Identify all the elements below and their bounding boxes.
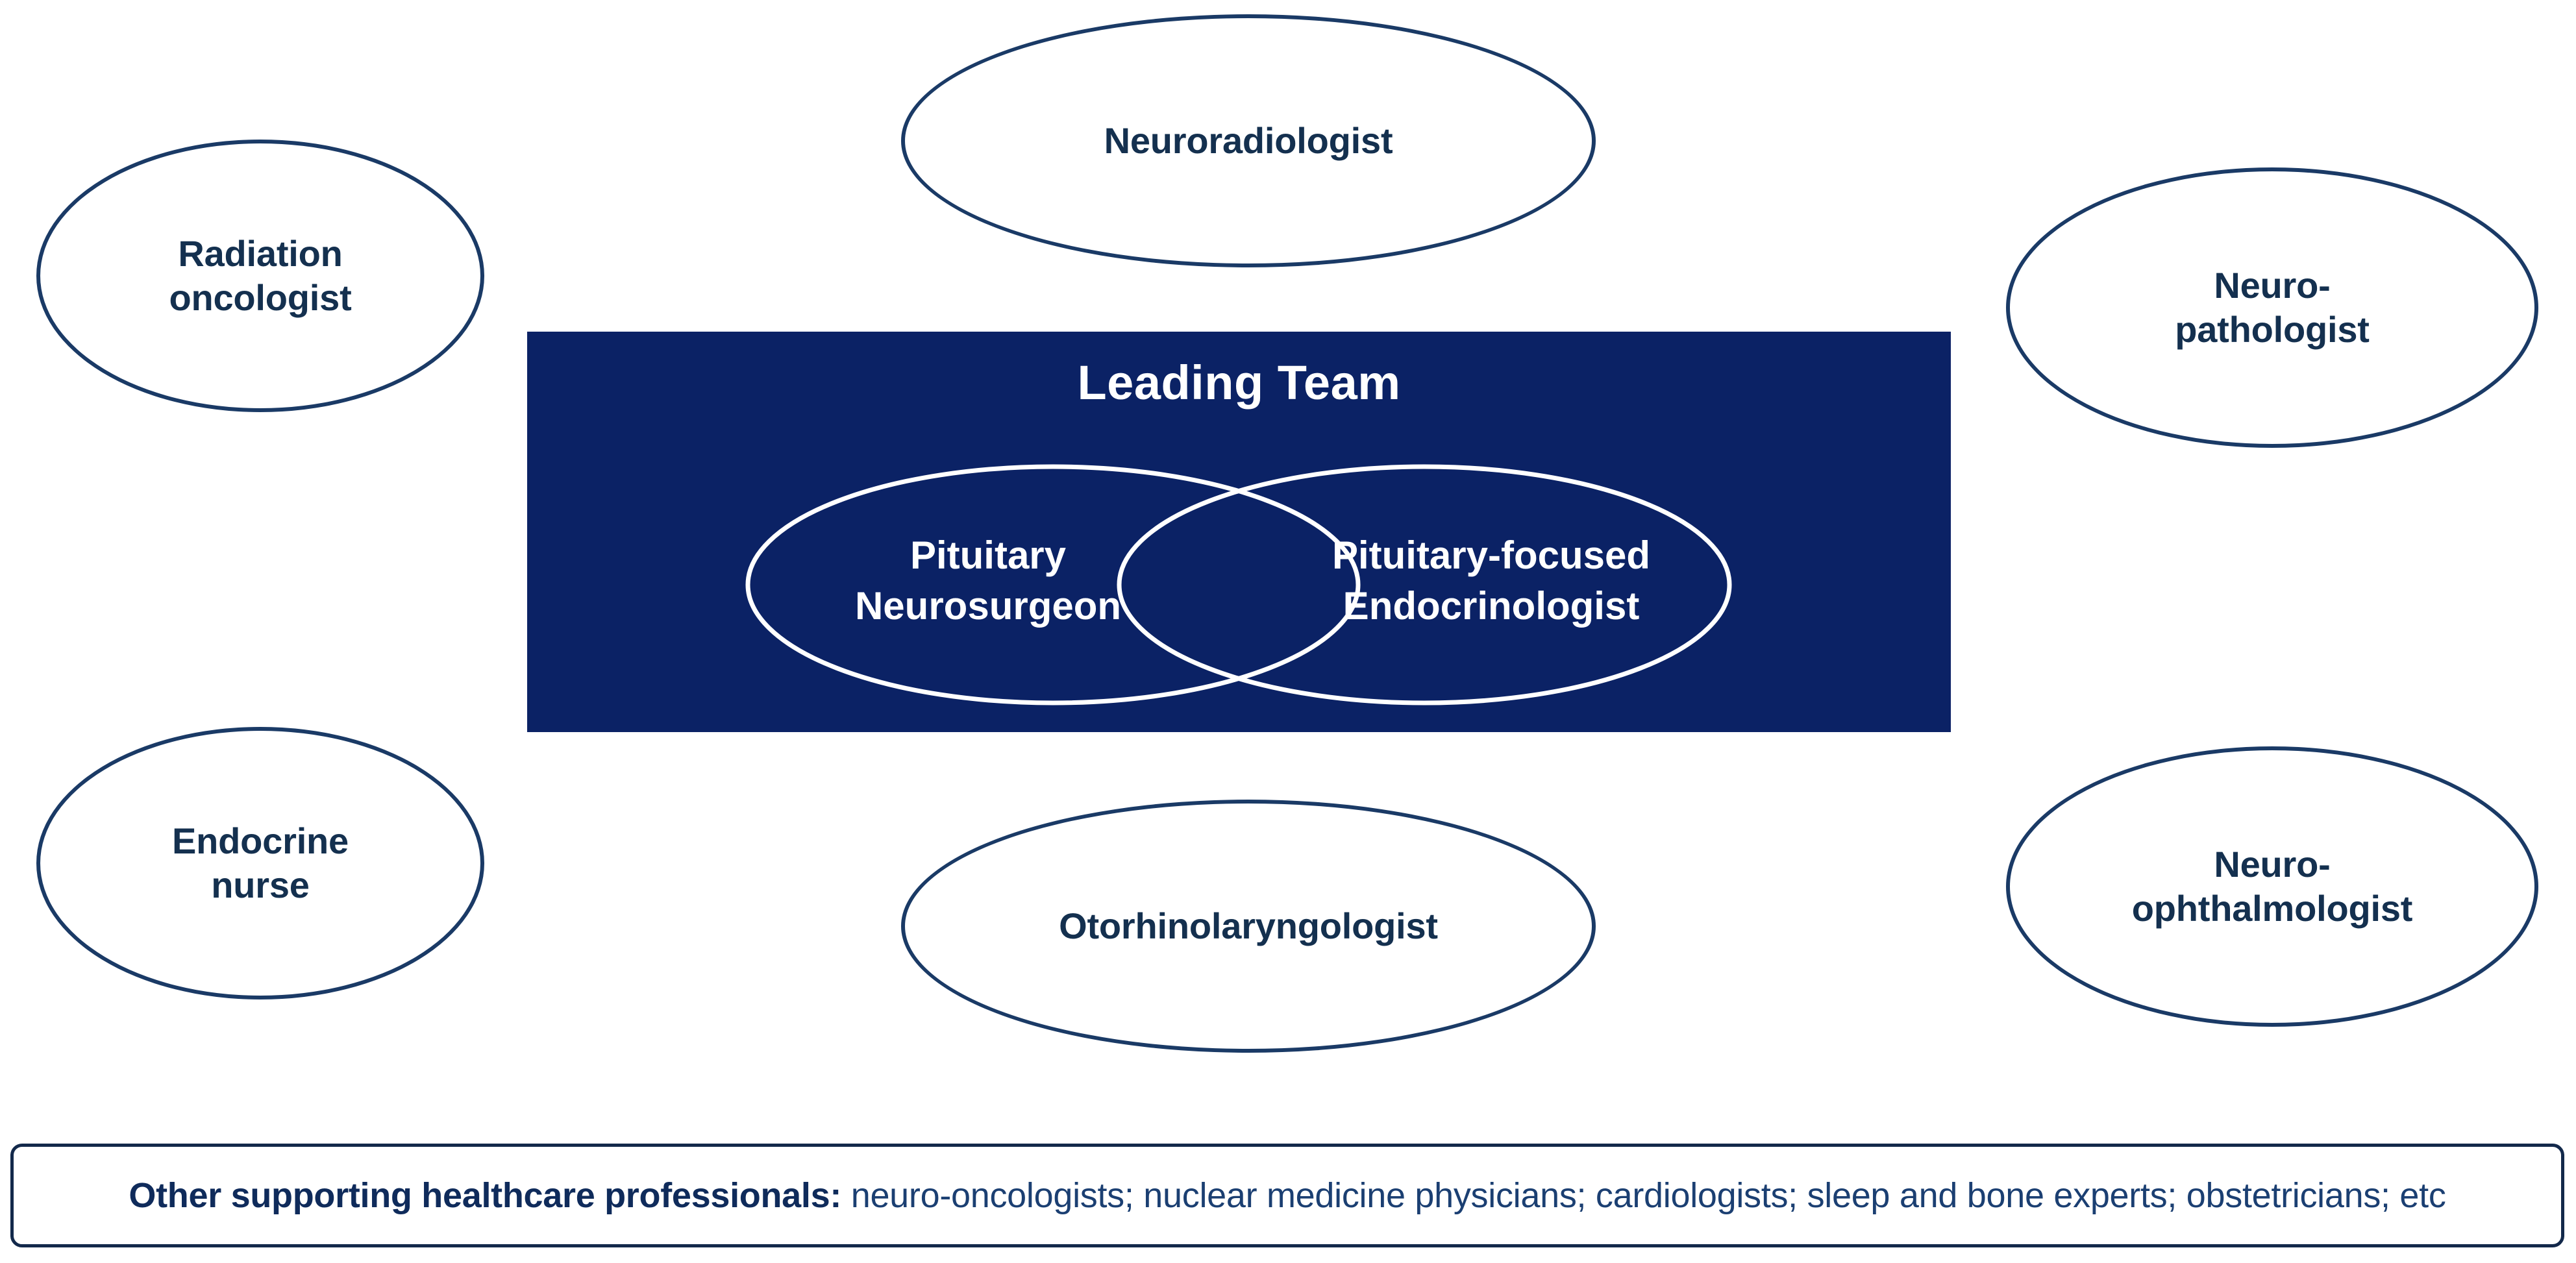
venn-label-right-line2: Endocrinologist bbox=[1343, 584, 1640, 628]
node-neuroradiologist[interactable]: Neuroradiologist bbox=[901, 14, 1596, 267]
venn-ellipse-left bbox=[745, 464, 1361, 705]
node-label-endocrine-nurse: Endocrine nurse bbox=[171, 820, 349, 905]
venn-diagram: Pituitary Neurosurgeon Pituitary-focused… bbox=[745, 464, 1732, 705]
node-otorhinolaryngologist[interactable]: Otorhinolaryngologist bbox=[901, 800, 1596, 1053]
supporting-professionals-text: Other supporting healthcare professional… bbox=[129, 1175, 2446, 1216]
venn-label-right-line1: Pituitary-focused bbox=[1332, 533, 1650, 577]
node-label-neuroradiologist: Neuroradiologist bbox=[1104, 119, 1393, 161]
node-label-neuropathologist: Neuro- pathologist bbox=[2175, 264, 2370, 350]
node-label-radiation-oncologist: Radiation oncologist bbox=[169, 232, 352, 318]
supporting-professionals-heading: Other supporting healthcare professional… bbox=[129, 1176, 842, 1215]
node-neuropathologist[interactable]: Neuro- pathologist bbox=[2006, 167, 2538, 448]
leading-team-panel: Leading Team Pituitary Neurosurgeon Pitu… bbox=[527, 332, 1951, 732]
node-neuro-ophthalmologist[interactable]: Neuro- ophthalmologist bbox=[2006, 746, 2538, 1027]
venn-ellipse-right bbox=[1117, 464, 1732, 705]
node-radiation-oncologist[interactable]: Radiation oncologist bbox=[36, 140, 484, 412]
supporting-professionals-bar: Other supporting healthcare professional… bbox=[10, 1144, 2564, 1247]
node-label-neuro-ophthalmologist: Neuro- ophthalmologist bbox=[2131, 843, 2413, 929]
venn-label-left-line1: Pituitary bbox=[910, 533, 1067, 577]
leading-team-title: Leading Team bbox=[1077, 356, 1401, 410]
node-endocrine-nurse[interactable]: Endocrine nurse bbox=[36, 727, 484, 999]
venn-label-left-line2: Neurosurgeon bbox=[855, 584, 1121, 628]
node-label-otorhinolaryngologist: Otorhinolaryngologist bbox=[1059, 905, 1438, 946]
supporting-professionals-body: neuro-oncologists; nuclear medicine phys… bbox=[841, 1176, 2446, 1215]
